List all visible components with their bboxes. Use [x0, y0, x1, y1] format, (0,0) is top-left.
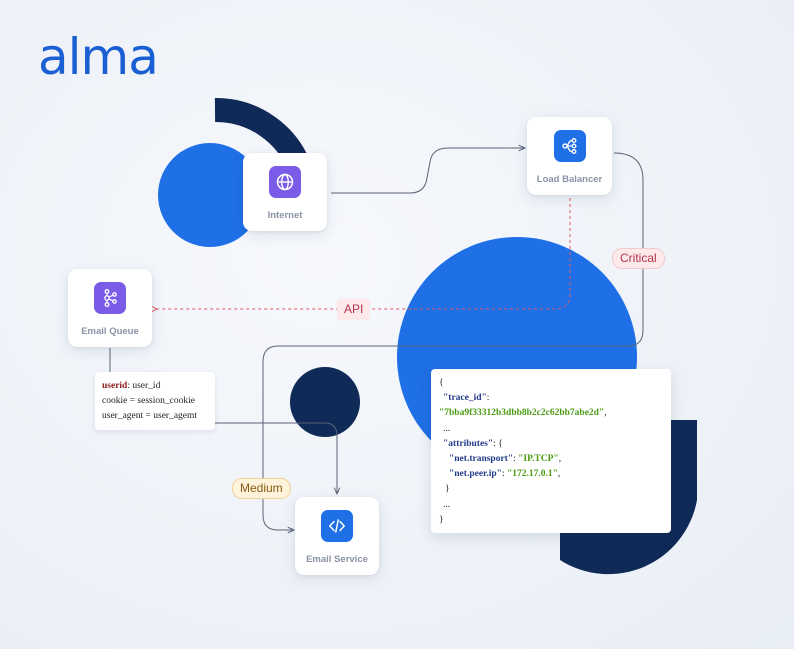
edge-critical-load-balancer-to-email-service	[262, 152, 644, 530]
kafka-cluster-icon	[94, 282, 126, 314]
node-load-balancer[interactable]: Load Balancer	[527, 117, 612, 195]
json-trace-key-line: "trace_id":	[443, 393, 490, 404]
node-email-service-label: Email Service	[306, 554, 368, 565]
node-internet[interactable]: Internet	[243, 153, 327, 231]
edge-label-critical: Critical	[612, 248, 665, 270]
json-close-brace: }	[439, 514, 444, 525]
decor-navy-circle-small	[290, 367, 360, 437]
json-trace-card: { "trace_id": "7bba9f33312b3dbb8b2c2c62b…	[431, 369, 671, 533]
edge-api-load-balancer-to-email-queue	[157, 198, 571, 309]
decor-blue-circle-left	[158, 143, 262, 247]
node-load-balancer-label: Load Balancer	[536, 174, 603, 185]
edge-kv-to-email-service	[215, 422, 337, 494]
json-ellipsis-1: ...	[443, 423, 451, 434]
kv-line-user-agent: user_agent = user_agemt	[102, 411, 198, 421]
json-inner-close: }	[445, 484, 450, 495]
node-email-queue-label: Email Queue	[81, 326, 139, 337]
alma-logo: alma	[38, 28, 159, 86]
kv-line-userid: userid: user_id	[102, 381, 161, 391]
edge-label-api: API	[337, 299, 371, 321]
globe-icon	[269, 166, 301, 198]
node-internet-label: Internet	[267, 210, 303, 221]
kv-line-cookie: cookie = session_cookie	[102, 396, 195, 406]
share-nodes-icon	[553, 130, 586, 162]
kv-attributes-card: userid: user_id cookie = session_cookie …	[95, 372, 215, 430]
json-trace-value-line: "7bba9f33312b3dbb8b2c2c62bb7abe2d",	[439, 408, 607, 419]
json-peer-line: "net.peer.ip": "172.17.0.1",	[449, 469, 561, 480]
code-icon	[321, 510, 353, 542]
node-email-service[interactable]: Email Service	[295, 497, 379, 575]
edge-internet-to-load-balancer	[331, 148, 525, 194]
json-attributes-line: "attributes": {	[443, 438, 503, 449]
edge-label-medium: Medium	[232, 478, 291, 500]
json-transport-line: "net.transport": "IP.TCP",	[449, 454, 562, 465]
json-ellipsis-2: ...	[443, 499, 451, 510]
node-email-queue[interactable]: Email Queue	[68, 269, 152, 347]
json-open-brace: {	[439, 378, 444, 388]
